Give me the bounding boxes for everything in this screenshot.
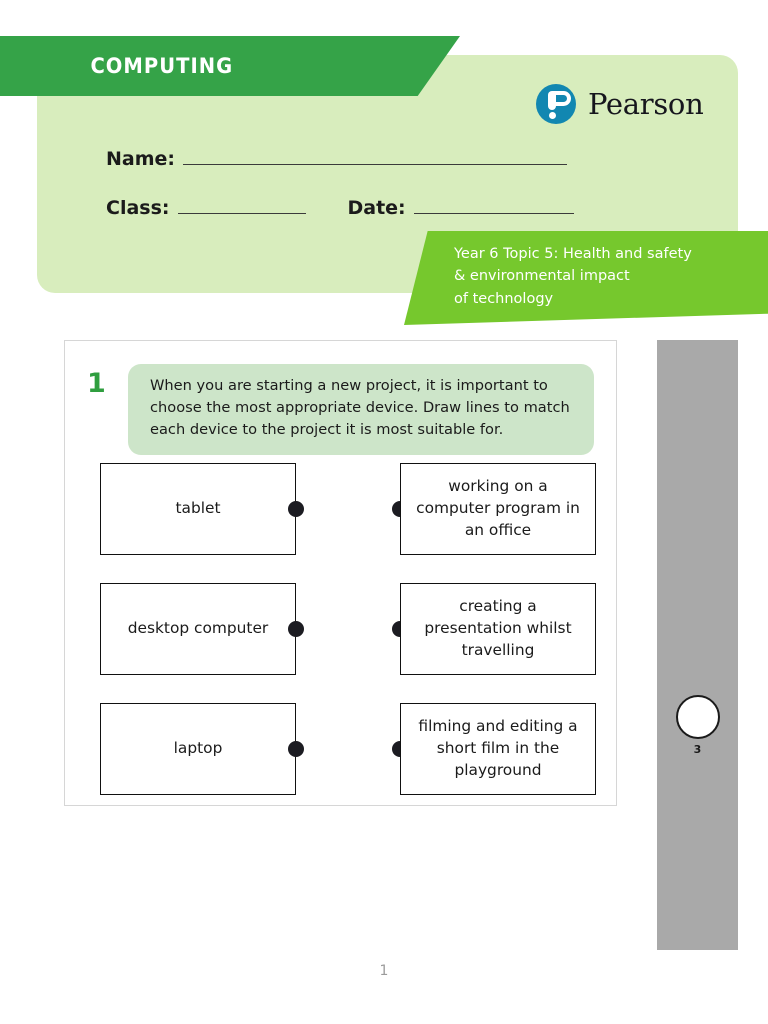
match-row: desktop computer creating a presentation… (100, 583, 596, 675)
pearson-interrobang-icon (536, 84, 576, 124)
date-input[interactable] (413, 199, 574, 214)
matching-activity: tablet working on a computer program in … (100, 463, 596, 795)
page-number: 1 (379, 963, 389, 979)
match-row: tablet working on a computer program in … (100, 463, 596, 555)
project-box[interactable]: filming and editing a short film in the … (400, 703, 596, 795)
subject-banner: COMPUTING (0, 36, 460, 96)
pearson-icon-dot (549, 112, 556, 119)
device-connector-dot[interactable] (288, 501, 304, 517)
question-number: 1 (87, 368, 106, 399)
name-label: Name: (106, 148, 176, 170)
topic-line-2: & environmental impact (454, 268, 630, 285)
topic-banner: Year 6 Topic 5: Health and safety & envi… (404, 231, 768, 325)
name-field-row: Name: (106, 148, 568, 170)
subject-label: COMPUTING (90, 54, 234, 78)
topic-line-1: Year 6 Topic 5: Health and safety (454, 246, 692, 262)
pearson-logo: Pearson (536, 84, 704, 124)
project-box[interactable]: creating a presentation whilst travellin… (400, 583, 596, 675)
topic-line-3: of technology (454, 290, 554, 307)
marks-circle[interactable] (675, 695, 720, 739)
class-label: Class: (106, 197, 170, 219)
class-date-field-row: Class: Date: (106, 197, 574, 219)
device-connector-dot[interactable] (288, 621, 304, 637)
device-connector-dot[interactable] (288, 741, 304, 757)
date-label: Date: (347, 197, 406, 219)
marks-sidebar: 3 (657, 340, 738, 950)
project-box[interactable]: working on a computer program in an offi… (400, 463, 596, 555)
marks-available: 3 (693, 743, 702, 756)
device-box[interactable]: laptop (100, 703, 296, 795)
device-box[interactable]: tablet (100, 463, 296, 555)
question-prompt: When you are starting a new project, it … (128, 364, 594, 455)
pearson-wordmark: Pearson (588, 87, 704, 121)
pearson-icon-bowl (552, 91, 571, 106)
match-row: laptop filming and editing a short film … (100, 703, 596, 795)
class-input[interactable] (177, 199, 306, 214)
device-box[interactable]: desktop computer (100, 583, 296, 675)
name-input[interactable] (183, 150, 568, 165)
topic-text: Year 6 Topic 5: Health and safety & envi… (454, 243, 754, 310)
